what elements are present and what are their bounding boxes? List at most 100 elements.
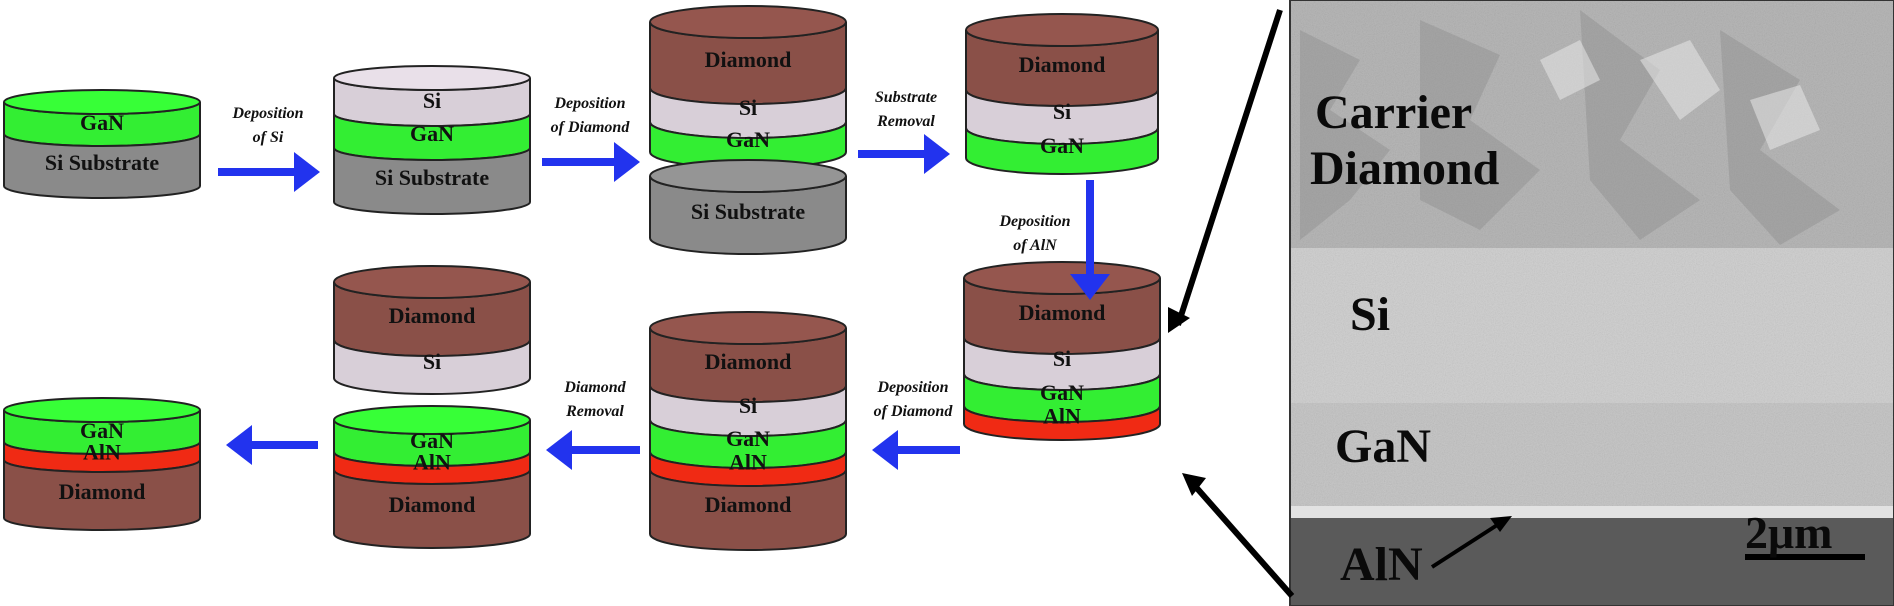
arrow-head — [546, 430, 572, 470]
arrow-a2: Deposition of Diamond — [542, 95, 640, 182]
layer-aln — [963, 405, 1161, 441]
sem-label-carrier: Carrier — [1315, 86, 1472, 139]
sem-label-aln: AlN — [1340, 538, 1423, 591]
label-diamond: Diamond — [705, 349, 792, 374]
zoom-line-top — [1175, 9, 1283, 326]
arrow-a5: Deposition of Diamond — [872, 379, 960, 470]
layer-diamond — [649, 469, 847, 551]
step-label: Removal — [565, 403, 624, 420]
label-si: Si — [423, 88, 441, 113]
zoom-line-bottom — [1192, 484, 1295, 598]
label-gan: GaN — [726, 127, 770, 152]
arrow-head — [614, 142, 640, 182]
label-gan: GaN — [726, 426, 770, 451]
process-arrows: Deposition of Si Deposition of Diamond Subst… — [218, 89, 1110, 470]
layer-top-diamond — [965, 13, 1159, 47]
layer-gan — [965, 127, 1159, 175]
label-diamond: Diamond — [1019, 52, 1106, 77]
step-label: of Diamond — [551, 119, 631, 136]
label-aln: AlN — [1043, 403, 1081, 428]
layer-top-si — [333, 65, 531, 91]
layer-si_substrate — [333, 147, 531, 215]
label-gan: GaN — [80, 418, 124, 443]
step-label: Deposition — [231, 105, 303, 122]
sem-gan-region — [1290, 403, 1894, 518]
arrow-head — [294, 152, 320, 192]
sem-aln-pointer-head — [1490, 516, 1512, 532]
sem-label-si: Si — [1350, 288, 1390, 341]
sem-border — [1289, 0, 1894, 606]
step-label: of Si — [253, 129, 284, 146]
layer-top-gan — [333, 405, 531, 435]
arrow-head — [924, 134, 950, 174]
sem-diamond-grains — [1300, 10, 1840, 245]
step-label: Deposition — [876, 379, 948, 396]
label-gan: GaN — [1040, 133, 1084, 158]
layer-top-diamond — [963, 261, 1161, 295]
zoom-connectors — [1168, 9, 1295, 598]
step-label: of AlN — [1013, 237, 1058, 254]
layer-top-si_substrate — [649, 159, 847, 193]
arrow-head — [872, 430, 898, 470]
label-aln: AlN — [83, 439, 121, 464]
label-si_substrate: Si Substrate — [45, 150, 160, 175]
arrow-a1: Deposition of Si — [218, 105, 320, 192]
arrow-head — [226, 425, 252, 465]
step-label: Removal — [876, 113, 935, 130]
label-diamond: Diamond — [59, 479, 146, 504]
sem-aln-region — [1290, 506, 1894, 518]
label-si: Si — [1053, 99, 1071, 124]
sem-substrate-region — [1290, 518, 1894, 606]
label-diamond: Diamond — [705, 492, 792, 517]
label-si: Si — [739, 393, 757, 418]
sem-aln-pointer — [1430, 518, 1507, 569]
sem-label-diamond: Diamond — [1310, 142, 1500, 195]
label-si: Si — [739, 95, 757, 120]
arrow-a7 — [226, 425, 318, 465]
step-label: of Diamond — [874, 403, 954, 420]
layer-top-diamond — [333, 265, 531, 299]
label-diamond: Diamond — [389, 303, 476, 328]
label-diamond: Diamond — [1019, 300, 1106, 325]
step-label: Diamond — [563, 379, 626, 396]
layer-top-diamond — [649, 5, 847, 39]
zoom-line-bottom-head — [1182, 473, 1206, 496]
stack-s3b: Si Substrate — [649, 159, 847, 255]
label-si_substrate: Si Substrate — [375, 165, 490, 190]
label-aln: AlN — [413, 449, 451, 474]
layer-top-gan — [3, 89, 201, 115]
zoom-line-top-head — [1168, 307, 1190, 333]
layer-top-diamond — [649, 311, 847, 345]
label-diamond: Diamond — [705, 47, 792, 72]
label-gan: GaN — [410, 428, 454, 453]
label-si: Si — [423, 349, 441, 374]
sem-micrograph: Carrier Diamond Si GaN AlN 2μm — [1289, 0, 1894, 606]
step-label: Substrate — [875, 89, 937, 106]
layer-top-gan — [3, 397, 201, 423]
label-gan: GaN — [410, 121, 454, 146]
layer-si_substrate — [3, 133, 201, 199]
label-aln: AlN — [729, 449, 767, 474]
layer-si — [333, 339, 531, 395]
sem-diamond-highlights — [1540, 40, 1820, 150]
label-gan: GaN — [80, 110, 124, 135]
step-label: Deposition — [553, 95, 625, 112]
label-si_substrate: Si Substrate — [691, 199, 806, 224]
sem-label-gan: GaN — [1335, 420, 1431, 473]
layer-diamond — [3, 459, 201, 531]
label-si: Si — [1053, 346, 1071, 371]
label-diamond: Diamond — [389, 492, 476, 517]
